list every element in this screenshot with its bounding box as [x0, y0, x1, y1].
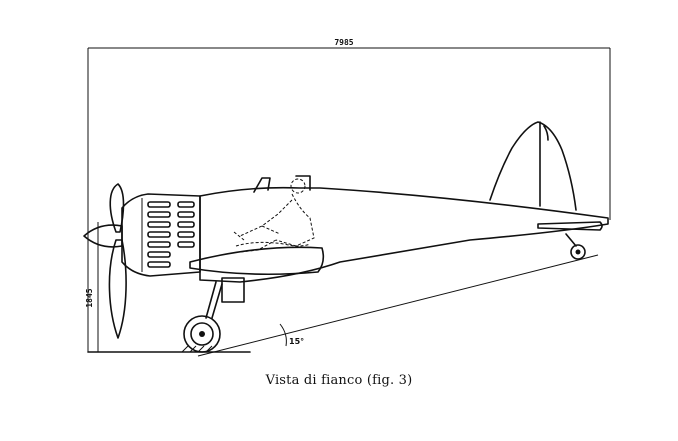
fuselage	[199, 186, 609, 283]
main-wheel	[183, 315, 221, 353]
length-dimension-label: 7985	[334, 38, 353, 47]
windscreen	[253, 177, 271, 193]
tail-wheel	[565, 233, 586, 260]
angle-annotation: 15°	[279, 323, 304, 347]
cowling-cylinders	[147, 201, 195, 268]
wing	[189, 246, 325, 276]
horizontal-stabilizer	[537, 221, 603, 231]
main-landing-gear	[181, 277, 245, 353]
gear-fairing	[221, 277, 245, 303]
figure-caption: Vista di fianco (fig. 3)	[265, 373, 413, 388]
pilot-figure	[233, 178, 315, 253]
tail-fin	[489, 121, 577, 211]
engine-cowling	[121, 193, 201, 277]
vertical-tail	[489, 121, 577, 211]
angle-label: 15°	[289, 337, 304, 346]
propeller	[83, 183, 127, 339]
tail-down-line	[197, 254, 599, 357]
headrest	[295, 175, 311, 191]
gear-strut	[205, 281, 217, 319]
cockpit	[253, 175, 311, 193]
length-dimension: 7985	[87, 38, 611, 352]
spinner	[83, 224, 123, 248]
height-dimension-label: 1845	[85, 288, 94, 307]
